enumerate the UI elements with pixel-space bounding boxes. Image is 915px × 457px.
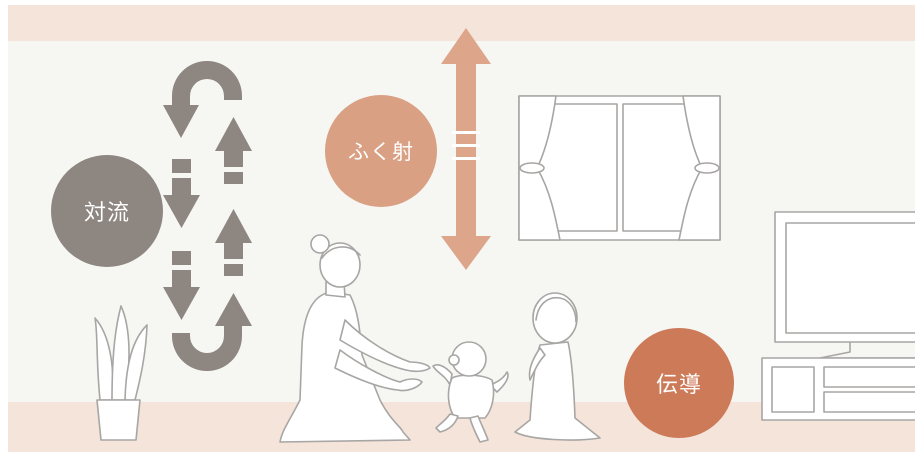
convection-top-curve-arrow — [172, 61, 242, 105]
radiation-stripe-1 — [452, 131, 480, 134]
radiation-badge: ふく射 — [325, 95, 437, 207]
tv-cabinet-door — [771, 366, 815, 413]
baby-figure — [432, 341, 509, 443]
mother-hair-bun — [310, 234, 330, 254]
girl-head — [532, 292, 578, 344]
plant-pot — [96, 399, 141, 441]
convection-up-segment-1 — [224, 151, 243, 167]
convection-down-arrowhead-2 — [163, 287, 200, 320]
mother-head — [319, 242, 361, 288]
convection-up-arrowhead-1 — [215, 117, 252, 151]
mother-figure — [279, 234, 431, 443]
convection-up-segment-4 — [224, 264, 243, 276]
girl-arm — [528, 347, 546, 381]
baby-leg-right — [469, 415, 489, 443]
curtain-right-tie — [694, 162, 720, 174]
tv-cabinet-drawer-top — [823, 366, 915, 388]
girl-hairline — [535, 296, 577, 323]
window — [518, 95, 721, 241]
plant — [94, 305, 148, 441]
television-set — [761, 211, 915, 421]
convection-down-segment-1 — [172, 159, 191, 173]
convection-badge: 対流 — [51, 155, 163, 267]
convection-up-segment-2 — [224, 172, 243, 184]
radiation-double-arrow — [441, 28, 491, 270]
conduction-badge: 伝導 — [624, 328, 734, 438]
convection-bottom-curve-arrow — [172, 326, 242, 371]
radiation-stripe-3 — [452, 157, 480, 160]
mother-arm-upper — [339, 319, 431, 373]
convection-top-arrowhead — [163, 105, 199, 138]
convection-down-segment-4 — [172, 270, 191, 287]
convection-down-arrowhead-1 — [163, 195, 200, 228]
convection-down-segment-3 — [172, 251, 191, 265]
tv-screen — [785, 222, 915, 334]
tv-cabinet-drawer-bottom — [823, 391, 915, 413]
curtain-left-tie — [519, 162, 545, 174]
baby-arm-left — [432, 364, 453, 386]
mother-arm-lower — [334, 349, 423, 392]
baby-ear — [448, 354, 460, 366]
baby-body — [447, 374, 495, 419]
baby-leg-left — [435, 413, 459, 433]
plant-leaf-3 — [124, 324, 148, 401]
mother-hairline — [321, 246, 361, 259]
convection-arrows — [163, 61, 252, 371]
convection-up-segment-3 — [224, 243, 243, 259]
convection-down-segment-2 — [172, 178, 191, 195]
radiation-stripe-2 — [452, 144, 480, 147]
girl-figure — [514, 292, 601, 441]
convection-up-arrowhead-2 — [215, 209, 252, 243]
radiation-arrow — [441, 28, 491, 270]
convection-bottom-arrowhead — [215, 293, 252, 326]
baby-arm-right — [489, 371, 509, 393]
